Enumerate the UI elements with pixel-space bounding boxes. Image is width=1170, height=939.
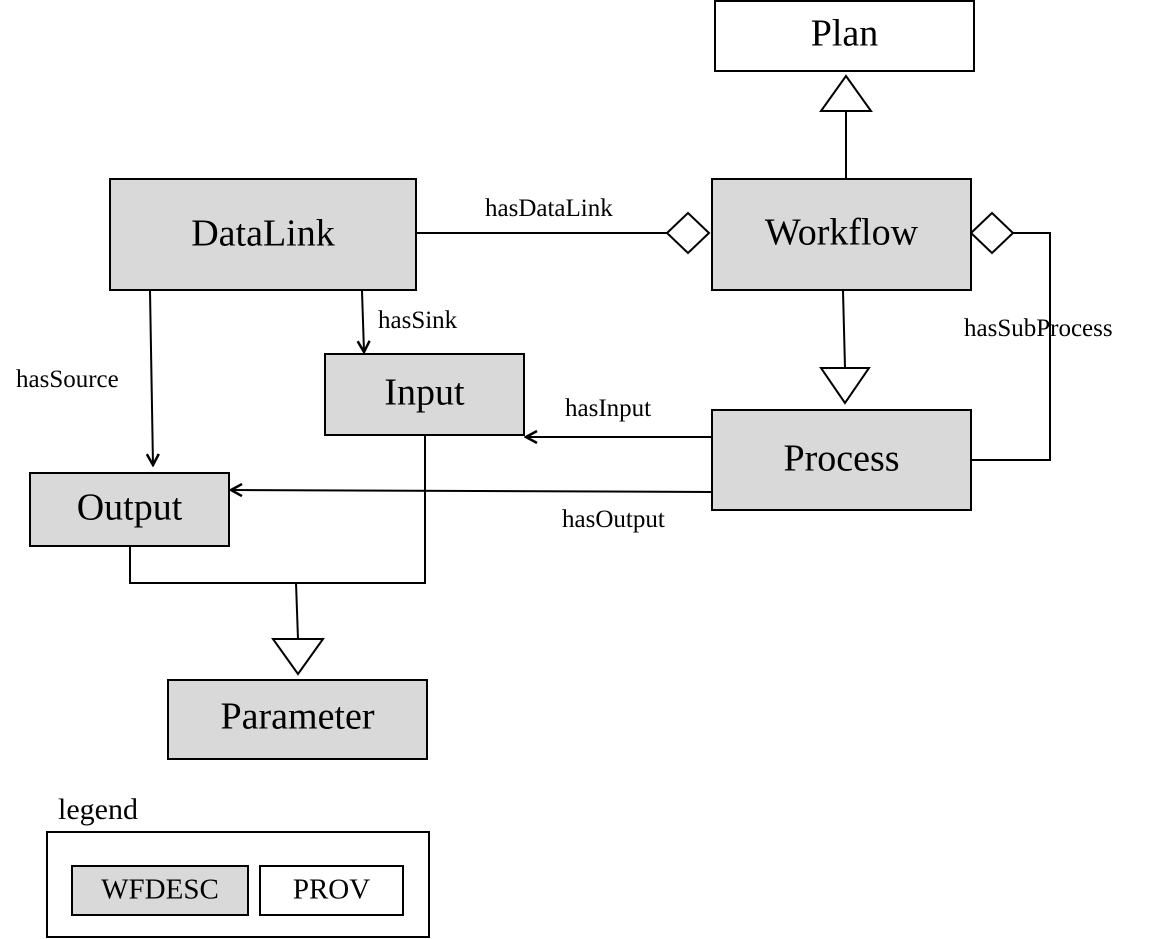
legend-label-wfdesc: WFDESC bbox=[101, 874, 219, 906]
process-label: Process bbox=[783, 438, 899, 480]
has-source-label: hasSource bbox=[16, 366, 119, 393]
generalization-triangle-plan bbox=[819, 74, 873, 112]
process-to-workflow-line bbox=[842, 290, 846, 369]
input-label: Input bbox=[384, 372, 465, 414]
has-sub-process-line bbox=[972, 232, 1051, 461]
legend-item-wfdesc: WFDESC bbox=[71, 865, 249, 916]
process-node: Process bbox=[711, 409, 972, 511]
output-generalization-line bbox=[129, 436, 426, 584]
legend-label-prov: PROV bbox=[293, 874, 370, 906]
legend-item-prov: PROV bbox=[259, 865, 404, 916]
aggregation-diamond-datalink bbox=[665, 211, 711, 255]
plan-node: Plan bbox=[714, 0, 975, 72]
datalink-label: DataLink bbox=[191, 213, 335, 255]
aggregation-diamond-subprocess bbox=[969, 211, 1015, 255]
has-sink-label: hasSink bbox=[378, 307, 458, 334]
has-sink-arrow bbox=[362, 290, 364, 352]
generalization-triangle-process bbox=[819, 367, 871, 405]
parameter-stem-line bbox=[295, 582, 299, 640]
output-label: Output bbox=[77, 487, 183, 529]
workflow-node: Workflow bbox=[711, 178, 972, 291]
input-node: Input bbox=[324, 353, 525, 436]
legend-title: legend bbox=[58, 793, 138, 826]
datalink-node: DataLink bbox=[109, 178, 417, 291]
has-source-arrow bbox=[150, 290, 153, 465]
legend-swatch-wfdesc bbox=[71, 865, 249, 916]
has-output-label: hasOutput bbox=[562, 506, 665, 533]
plan-label: Plan bbox=[811, 13, 879, 55]
parameter-label: Parameter bbox=[220, 696, 374, 738]
has-output-arrow bbox=[231, 490, 713, 492]
has-sub-process-label: hasSubProcess bbox=[964, 315, 1113, 342]
parameter-node: Parameter bbox=[167, 679, 428, 760]
output-node: Output bbox=[29, 472, 230, 547]
generalization-triangle-parameter bbox=[271, 638, 325, 676]
workflow-label: Workflow bbox=[765, 212, 919, 254]
has-data-link-label: hasDataLink bbox=[485, 195, 613, 222]
has-input-label: hasInput bbox=[565, 395, 651, 422]
legend-box: WFDESC PROV bbox=[46, 831, 430, 938]
legend-swatch-prov bbox=[259, 865, 404, 916]
